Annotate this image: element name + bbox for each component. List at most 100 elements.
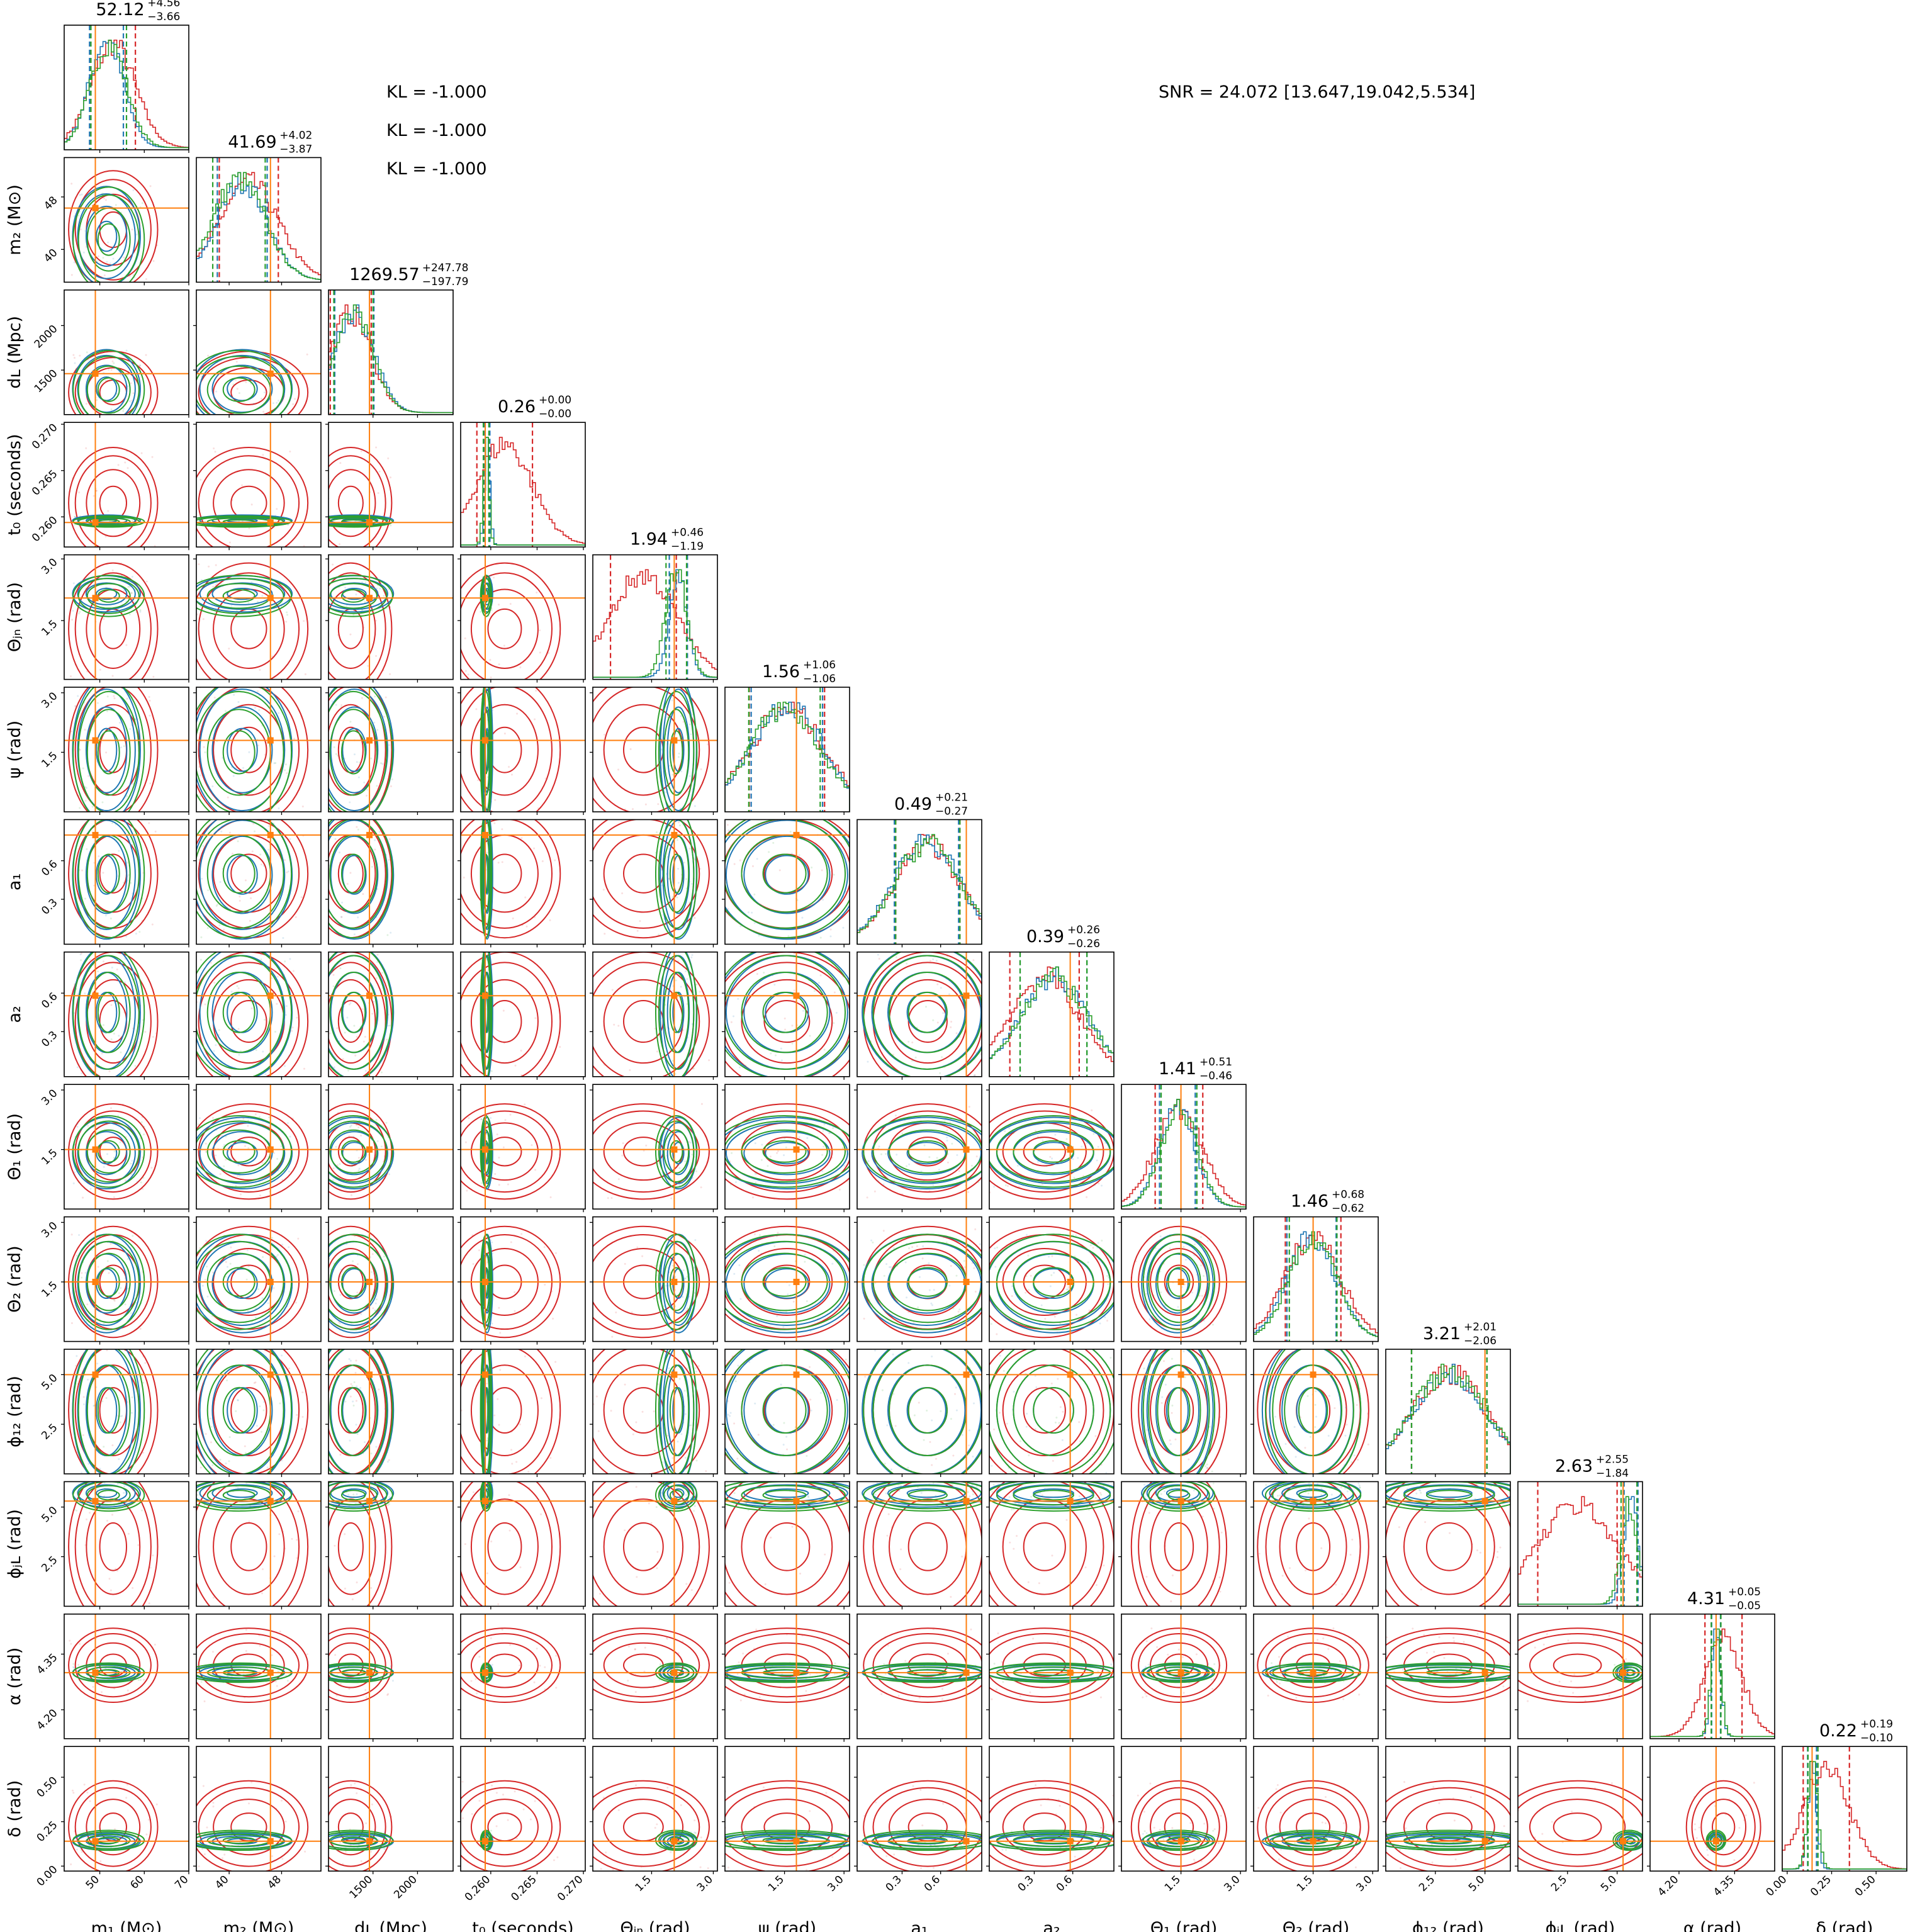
sample-point xyxy=(72,609,74,612)
sample-point xyxy=(296,1016,298,1019)
sample-point xyxy=(383,1259,386,1262)
sample-point xyxy=(356,1036,358,1038)
sample-point xyxy=(237,1399,239,1401)
sample-point xyxy=(911,1246,914,1249)
sample-point xyxy=(531,1144,533,1147)
contour-blue xyxy=(77,819,136,930)
contour-green xyxy=(1157,1364,1201,1456)
contour-blue xyxy=(77,1122,136,1184)
sample-point xyxy=(130,1312,132,1315)
sample-point xyxy=(936,983,939,986)
sample-point xyxy=(908,1163,911,1165)
sample-point xyxy=(386,1038,388,1041)
sample-point xyxy=(74,515,77,518)
sample-point xyxy=(123,590,125,592)
sample-point xyxy=(111,822,114,824)
sample-point xyxy=(379,762,382,765)
sample-point xyxy=(70,274,73,276)
sample-point xyxy=(823,1048,826,1051)
sample-point xyxy=(79,748,81,751)
sample-point xyxy=(230,766,233,768)
sample-point xyxy=(191,799,193,800)
sample-point xyxy=(792,1139,795,1142)
sample-point xyxy=(602,889,605,891)
sample-point xyxy=(734,1380,737,1383)
sample-point xyxy=(671,801,673,804)
sample-point xyxy=(326,1119,328,1121)
sample-point xyxy=(208,565,210,568)
sample-point xyxy=(315,974,317,975)
sample-point xyxy=(361,609,363,611)
sample-point xyxy=(747,911,750,914)
sample-point xyxy=(89,416,91,418)
sample-point xyxy=(350,1623,352,1625)
panel-frame xyxy=(592,554,718,680)
contour-red xyxy=(213,704,285,796)
sample-point xyxy=(252,703,255,705)
panel-frame xyxy=(196,1481,322,1607)
sample-point xyxy=(1367,1443,1369,1446)
sample-point xyxy=(286,816,288,818)
sample-point xyxy=(284,960,286,963)
sample-point xyxy=(311,816,313,818)
contour-red xyxy=(68,952,159,1077)
sample-point xyxy=(199,1466,202,1469)
contour-green xyxy=(329,1120,388,1182)
sample-point xyxy=(317,982,318,984)
contour-red xyxy=(337,1522,364,1571)
contour-red xyxy=(623,726,664,773)
sample-point xyxy=(323,691,325,693)
sample-point xyxy=(105,1397,108,1400)
sample-point xyxy=(1013,1390,1015,1393)
contour-panel-10-8 xyxy=(1118,1349,1247,1477)
sample-point xyxy=(970,1164,973,1167)
sample-point xyxy=(239,1050,242,1052)
sample-point xyxy=(845,890,847,893)
contour-red xyxy=(198,962,300,1077)
contour-red xyxy=(329,446,393,548)
sample-point xyxy=(108,1121,111,1123)
sample-point xyxy=(119,1421,121,1424)
sample-point xyxy=(497,1603,500,1605)
sample-point xyxy=(74,1174,76,1176)
sample-point xyxy=(504,1119,507,1121)
sample-point xyxy=(490,1070,493,1072)
sample-point xyxy=(549,1196,552,1199)
sample-point xyxy=(353,1381,356,1383)
sample-point xyxy=(622,1142,624,1145)
sample-point xyxy=(390,931,392,934)
sample-point xyxy=(72,354,75,356)
sample-point xyxy=(207,354,210,357)
sample-point xyxy=(935,1457,937,1460)
contour-green xyxy=(725,819,850,939)
sample-point xyxy=(76,1491,79,1493)
sample-point xyxy=(1051,1255,1053,1257)
sample-point xyxy=(343,757,345,760)
truth-marker xyxy=(92,1279,99,1286)
truth-marker xyxy=(1067,1279,1074,1286)
contour-red xyxy=(593,819,710,939)
contour-red xyxy=(989,1225,1114,1339)
sample-point xyxy=(587,739,589,741)
truth-marker xyxy=(1310,1371,1317,1378)
sample-point xyxy=(228,541,231,544)
sample-point xyxy=(712,1461,714,1463)
sample-point xyxy=(349,872,352,874)
sample-point xyxy=(85,1089,87,1091)
sample-point xyxy=(497,1398,499,1400)
sample-point xyxy=(785,1146,787,1149)
contour-red xyxy=(329,979,376,1064)
panel-title: 0.49 xyxy=(894,794,932,814)
sample-point xyxy=(654,1027,656,1030)
sample-point xyxy=(353,1025,356,1027)
panels: 52.12+4.56−3.66404841.69+4.02−3.87150020… xyxy=(5,0,1907,1932)
sample-point xyxy=(145,354,147,356)
contour-blue xyxy=(199,1349,286,1474)
sample-point xyxy=(755,1172,758,1175)
sample-point xyxy=(375,977,378,979)
sample-point xyxy=(519,1566,522,1569)
sample-point xyxy=(322,626,324,627)
panel-frame xyxy=(196,1349,322,1474)
sample-point xyxy=(205,1433,207,1435)
panel-frame xyxy=(328,687,454,812)
